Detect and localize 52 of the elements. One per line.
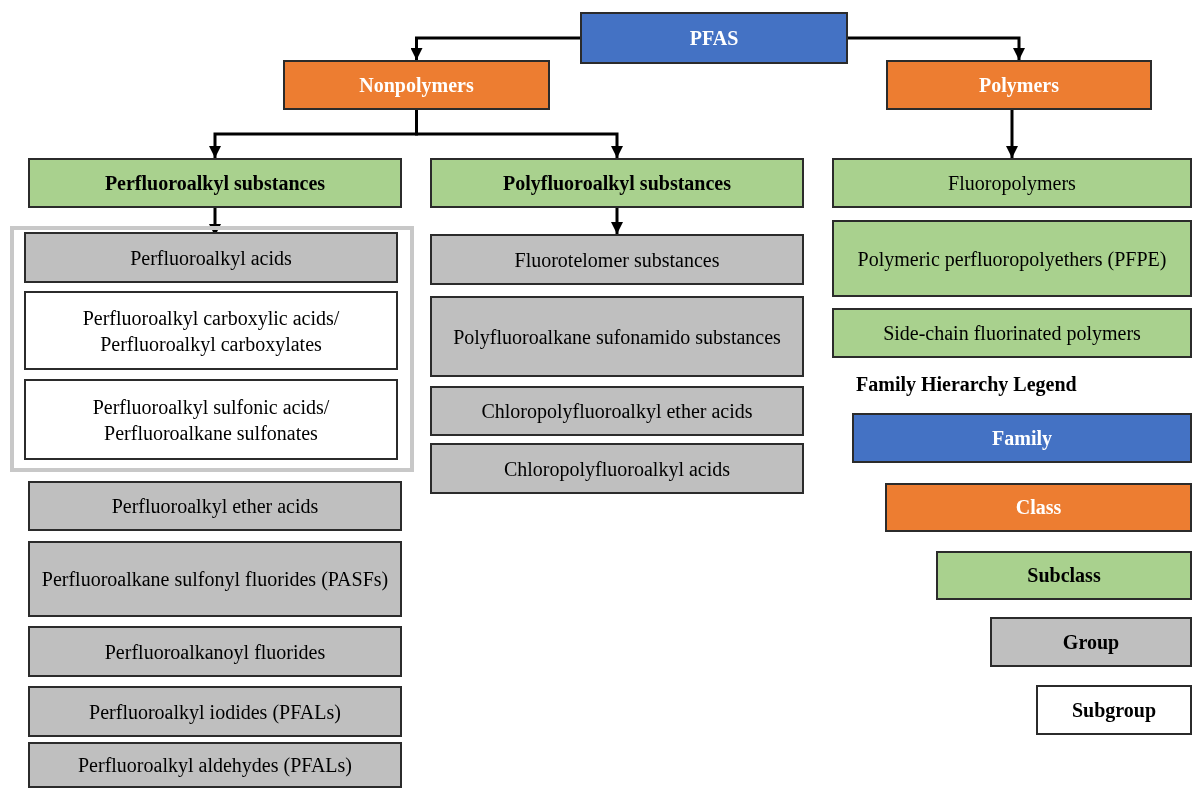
subclass-box [832,158,1192,208]
node-label: Perfluoroalkane sulfonyl fluorides (PASFs) [41,567,389,592]
node-label: Side-chain fluorinated polymers [883,321,1141,346]
legend-label: Subclass [1027,564,1101,587]
group-frame [10,226,414,472]
legend-label: Group [1062,630,1120,654]
subclass-box [28,158,402,208]
subclass-box [430,158,804,208]
group-box [430,443,804,494]
subclass-box [832,308,1192,358]
arrow [611,208,623,234]
node-label: Polymeric perfluoropolyethers (PFPE) [857,246,1167,272]
node-label: Polyfluoroalkane sufonamido substances [453,324,781,350]
node-label: Perfluoroalkanoyl fluorides [104,639,326,665]
class-box [283,60,550,110]
arrow [410,36,580,60]
node-label: Perfluoroalkyl substances [104,171,326,196]
group-box [24,232,398,283]
group-box [28,541,402,617]
subclass-box [832,220,1192,297]
node-label: Chloropolyfluoroalkyl ether acids [481,399,753,424]
node-label: Fluoropolymers [948,171,1076,196]
subgroup-box [24,379,398,460]
group-box [28,742,402,788]
node-label: Polymers [979,73,1059,98]
node-label: Polyfluoroalkyl substances [503,171,731,196]
subgroup-box [24,291,398,370]
family-box [580,12,848,64]
arrow [1006,110,1018,158]
legend-label: Subgroup [1071,698,1157,722]
node-label: Perfluoroalkyl sulfonic acids/ Perfluoroalkane sulfonates [91,394,331,446]
node-label: Perfluoroalkyl iodides (PFALs) [89,699,341,725]
group-box [430,234,804,285]
node-label: Perfluoroalkyl ether acids [111,494,319,519]
group-box [430,386,804,436]
node-label: Perfluoroalkyl acids [130,245,292,271]
arrow [415,110,623,158]
node-label: Chloropolyfluoroalkyl acids [503,456,731,482]
legend-title: Family Hierarchy Legend [856,373,1077,396]
arrow [848,36,1025,60]
node-label: Fluorotelomer substances [514,247,720,273]
legend-label: Class [1015,496,1062,519]
class-box [886,60,1152,110]
group-box [430,296,804,377]
group-box [28,626,402,677]
legend-label: Family [992,426,1052,450]
group-box [28,481,402,531]
node-label: Perfluoroalkyl aldehydes (PFALs) [78,753,352,778]
group-box [28,686,402,737]
node-label: PFAS [689,26,739,51]
node-label: Perfluoroalkyl carboxylic acids/ Perfluoroalkyl carboxylates [81,305,341,357]
node-label: Nonpolymers [359,73,474,98]
